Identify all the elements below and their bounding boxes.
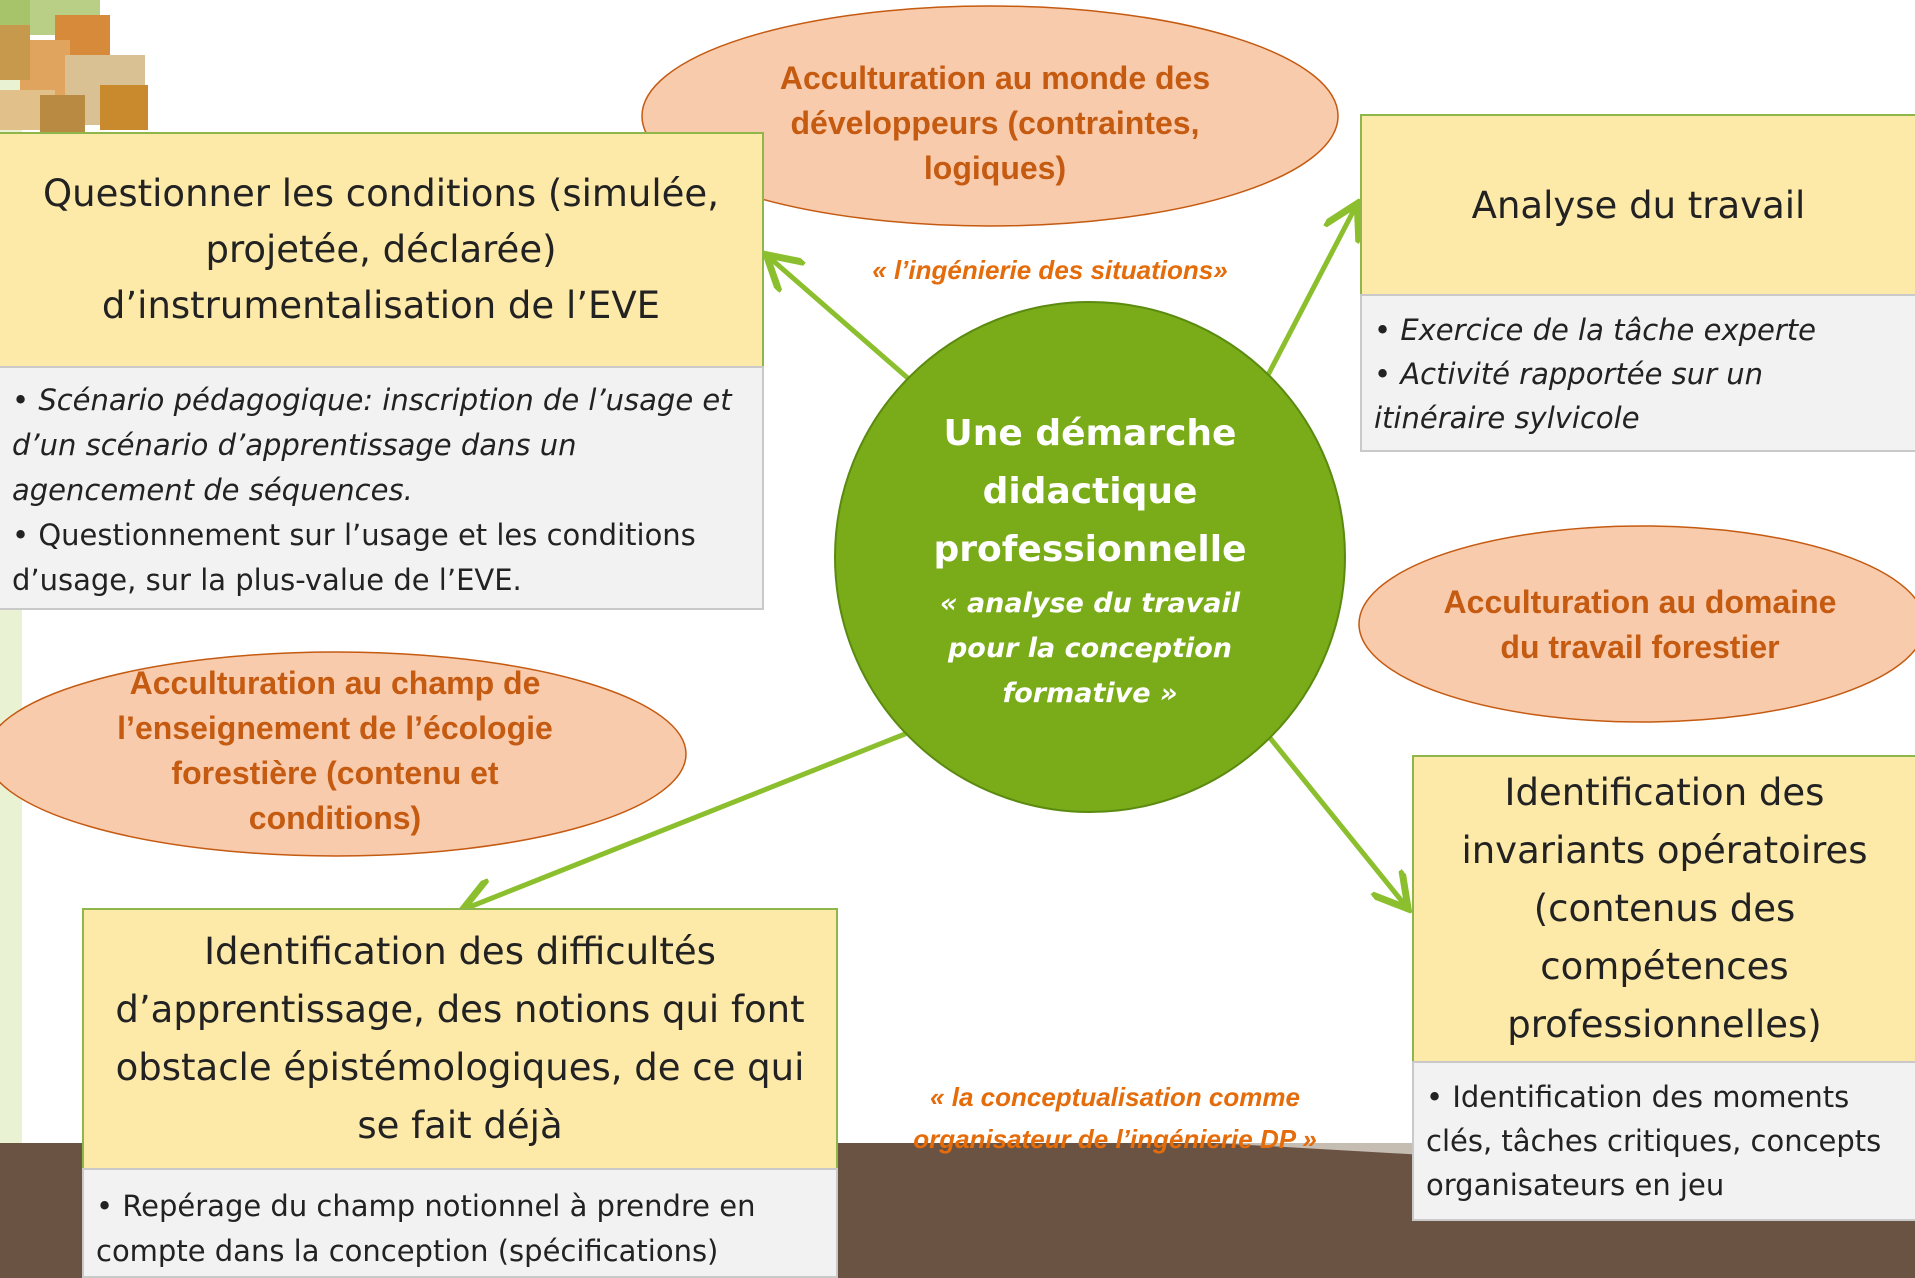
difficultes-bullet-1: • Repérage du champ notionnel à prendre … [96, 1189, 756, 1268]
center-text-block: Une démarche didactique professionnelle … [900, 395, 1280, 725]
ellipse-ecologie-shape [0, 651, 687, 857]
arrow-to-invariants [1267, 735, 1405, 905]
ellipse-ecologie: Acculturation au champ de l’enseignement… [117, 665, 553, 836]
ellipse-developpeurs: Acculturation au monde des développeurs … [779, 59, 1211, 186]
ellipse-developpeurs-shape [641, 5, 1339, 227]
ellipse-travail-forestier: Acculturation au domaine du travail fore… [1443, 584, 1837, 665]
arrow-to-analyse [1265, 208, 1355, 378]
box-invariants-title: Identification des invariants opératoire… [1412, 755, 1915, 1063]
center-circle [834, 301, 1346, 813]
box-invariants-details: • Identification des moments clés, tâche… [1412, 1061, 1915, 1221]
box-analyse-title: Analyse du travail [1360, 114, 1915, 296]
questionner-bullet-2: • Questionnement sur l’usage et les cond… [12, 518, 696, 597]
box-difficultes-details: • Repérage du champ notionnel à prendre … [82, 1168, 838, 1278]
questionner-bullet-1: • Scénario pédagogique: inscription de l… [12, 383, 732, 507]
analyse-bullet-1: • Exercice de la tâche experte [1374, 313, 1817, 347]
invariants-bullet-1: • Identification des moments clés, tâche… [1426, 1080, 1882, 1202]
annotation-ingenierie-situations: « l’ingénierie des situations» [872, 255, 1228, 285]
box-questionner-title: Questionner les conditions (simulée, pro… [0, 132, 764, 368]
ellipse-travail-forestier-shape [1358, 525, 1915, 723]
arrow-to-questionner [770, 258, 913, 383]
decorative-squares [0, 0, 148, 135]
center-subtitle: « analyse du travail pour la conception … [940, 587, 1240, 709]
center-title: Une démarche didactique professionnelle [933, 412, 1247, 570]
box-difficultes-title: Identification des difficultés d’apprent… [82, 908, 838, 1170]
annotation-conceptualisation: « la conceptualisation comme organisateu… [913, 1082, 1317, 1154]
box-analyse-details: • Exercice de la tâche experte • Activit… [1360, 294, 1915, 452]
box-questionner-details: • Scénario pédagogique: inscription de l… [0, 366, 764, 610]
analyse-bullet-2: • Activité rapportée sur un itinéraire s… [1374, 357, 1764, 435]
arrow-to-difficultes [467, 731, 908, 908]
